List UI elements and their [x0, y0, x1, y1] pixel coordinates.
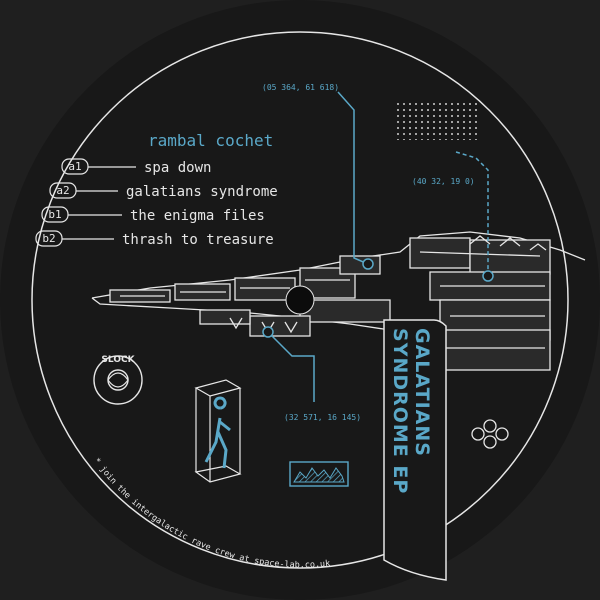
track-item: a2 galatians syndrome — [49, 182, 278, 200]
callout-line-right — [455, 151, 489, 276]
label-logo-text: SLOCK — [101, 355, 135, 365]
dot-grid-pattern — [394, 100, 478, 140]
track-side: b1 — [48, 208, 61, 221]
molecule-icon — [471, 419, 509, 449]
track-title: spa down — [144, 160, 211, 176]
track-side: a2 — [56, 184, 69, 197]
coordinate-callouts: (05 364, 61 618) (40 32, 19 0) (32 571, … — [262, 83, 494, 422]
waveform-box — [289, 461, 349, 487]
track-side: a1 — [68, 160, 81, 173]
callout-line-bottom — [267, 331, 315, 402]
label-logo: SLOCK — [93, 355, 143, 405]
callout-line-top — [337, 91, 369, 265]
track-title: thrash to treasure — [122, 232, 274, 248]
callout-marker — [482, 270, 494, 282]
spaceship-illustration — [91, 231, 586, 371]
spindle-hole — [285, 285, 315, 315]
track-item: a1 spa down — [61, 158, 211, 176]
release-title-line-2: SYNDROME EP — [389, 328, 411, 494]
track-title: galatians syndrome — [126, 184, 278, 200]
release-title-line-1: GALATIANS — [411, 328, 433, 457]
callout-marker — [262, 326, 274, 338]
track-title: the enigma files — [130, 208, 265, 224]
figure-in-glass-box — [194, 379, 242, 483]
callout-marker — [362, 258, 374, 270]
waveform-icon — [293, 467, 345, 483]
track-side: b2 — [42, 232, 55, 245]
track-item: b1 the enigma files — [41, 206, 265, 224]
coordinate-label-top: (05 364, 61 618) — [262, 83, 339, 92]
track-item: b2 thrash to treasure — [35, 230, 274, 248]
coordinate-label-bottom: (32 571, 16 145) — [284, 413, 361, 422]
track-list: a1 spa down a2 galatians syndrome b1 the… — [35, 158, 278, 248]
humanoid-figure — [204, 396, 231, 469]
coordinate-label-right: (40 32, 19 0) — [412, 177, 475, 186]
inner-ring — [31, 31, 569, 569]
artist-name: rambal cochet — [148, 131, 273, 150]
release-title-panel — [383, 319, 447, 581]
